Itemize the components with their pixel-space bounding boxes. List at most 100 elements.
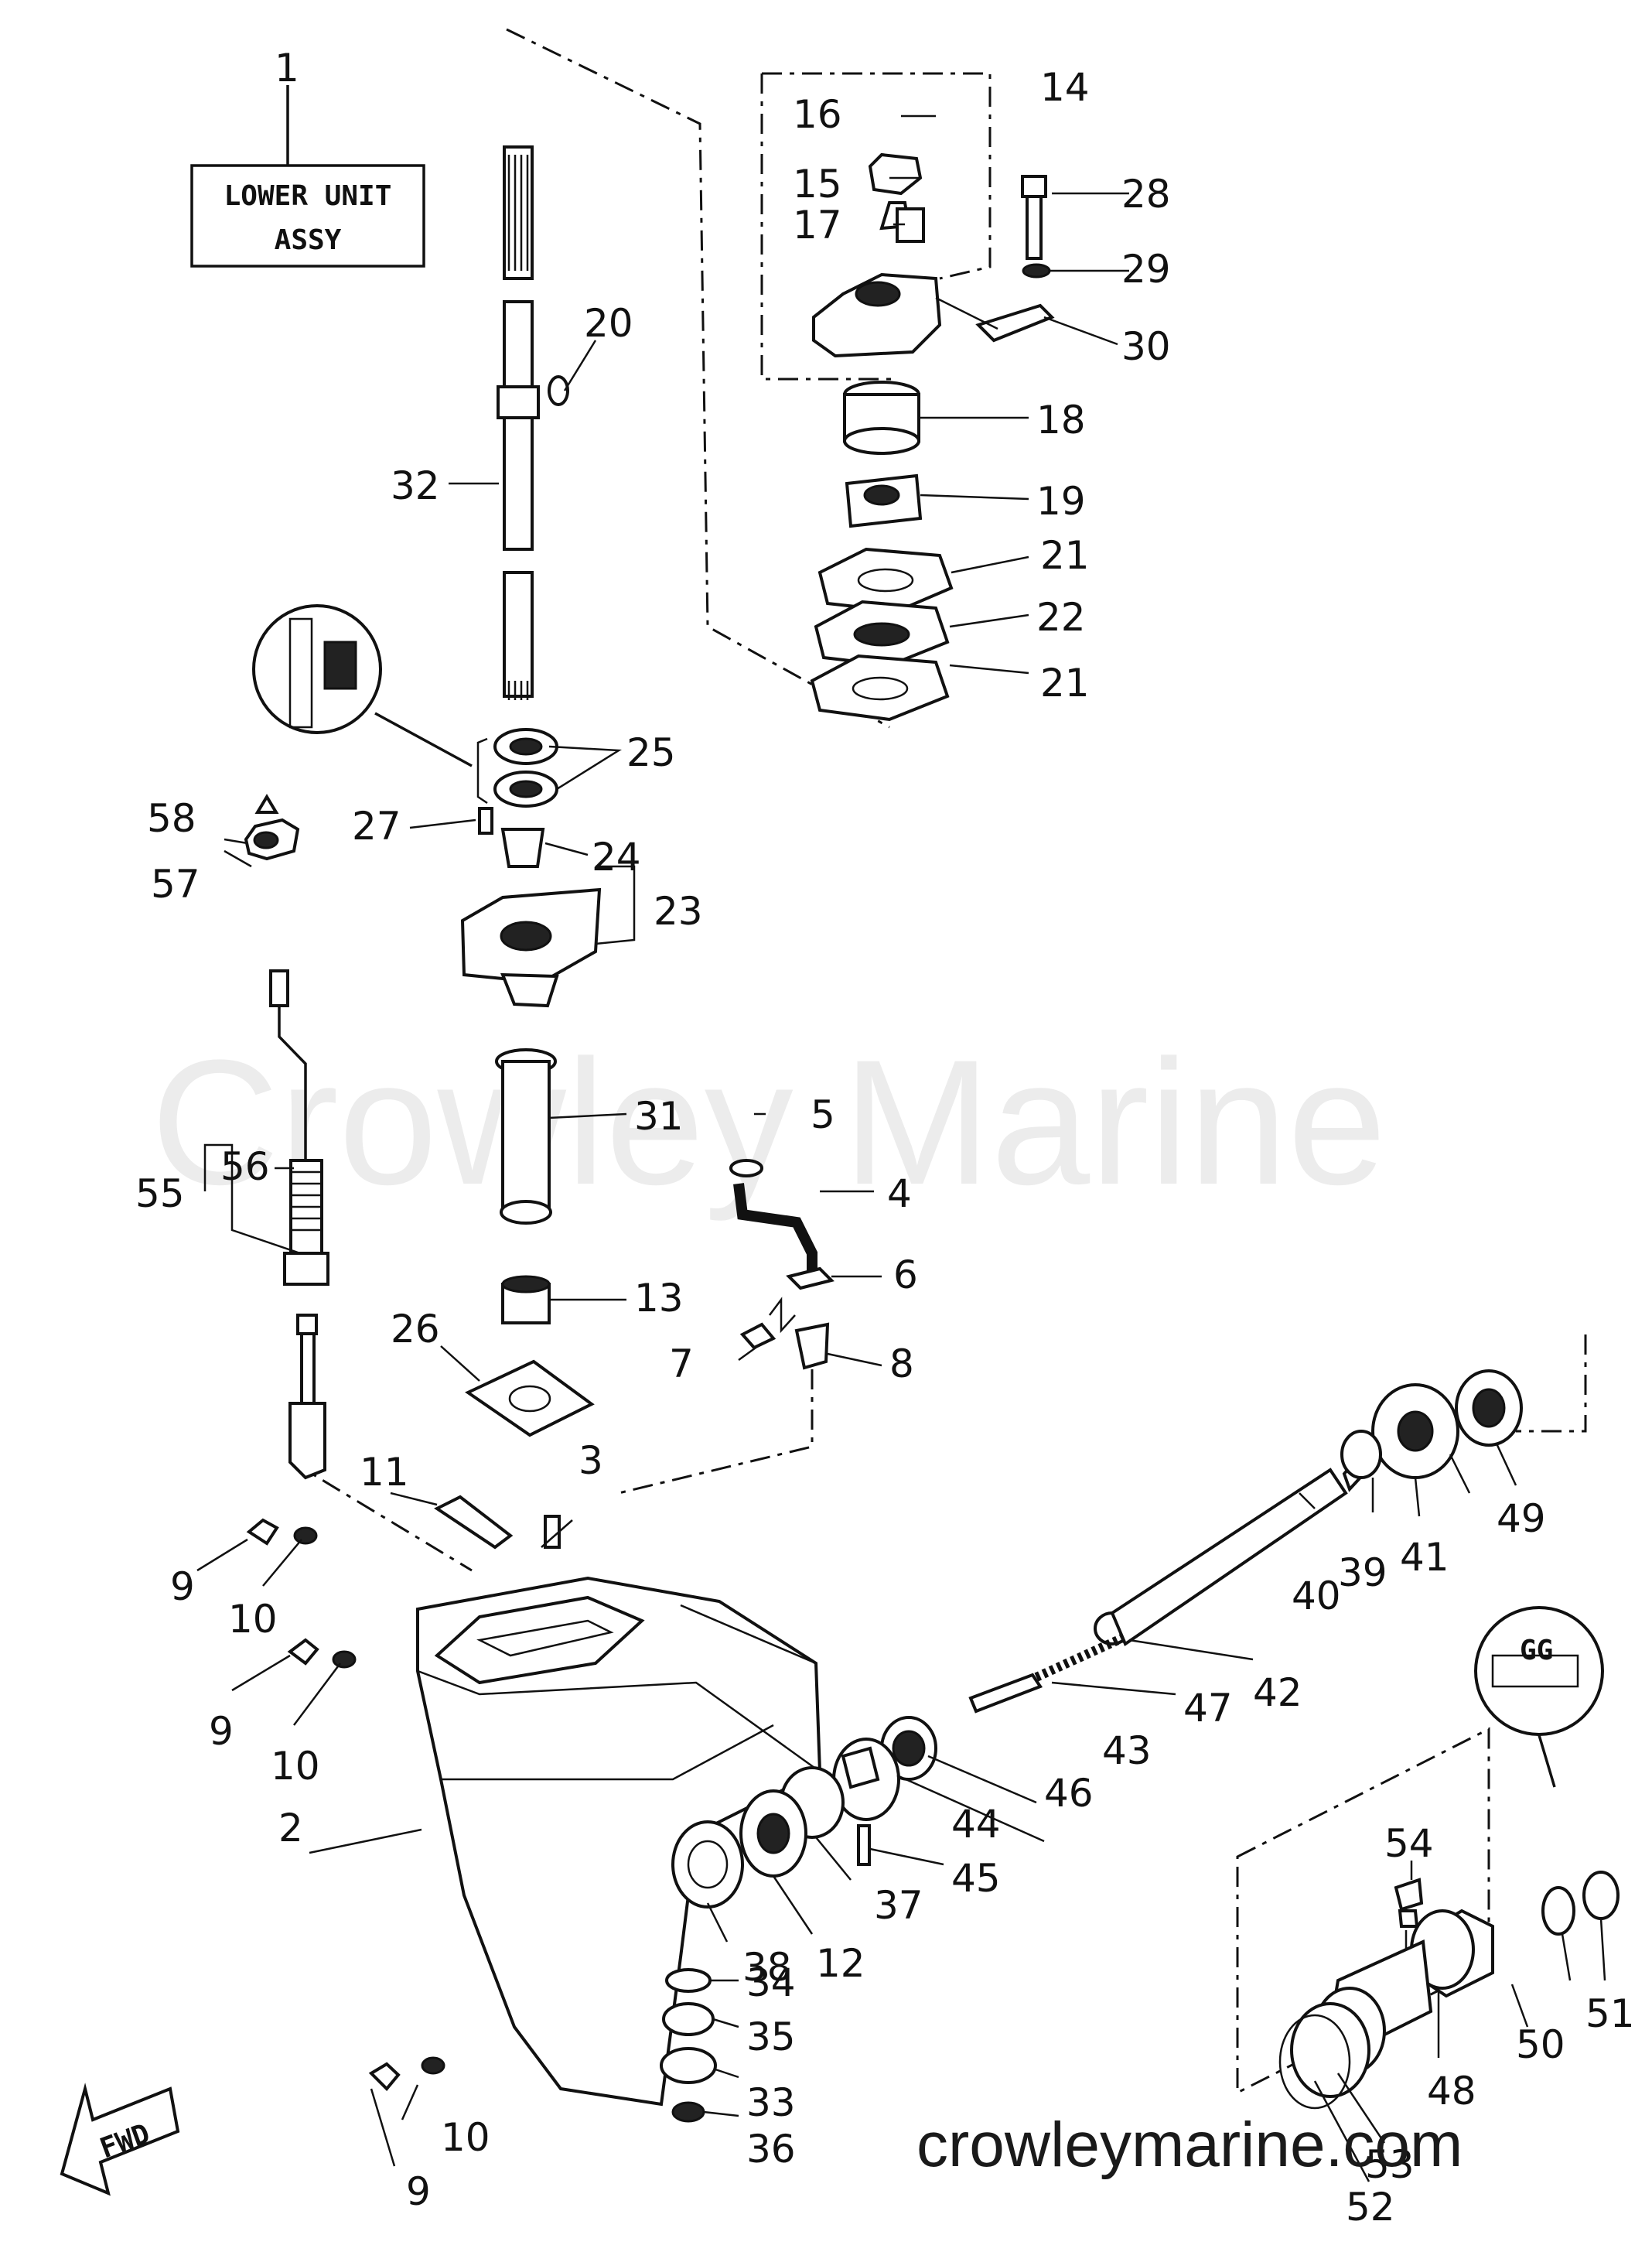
callout-30: 30 xyxy=(1121,324,1171,369)
callout-46: 46 xyxy=(1044,1771,1094,1816)
impeller-liner xyxy=(843,381,920,455)
dowel-pin xyxy=(478,807,493,835)
callout-55: 55 xyxy=(135,1171,185,1216)
callout-26: 26 xyxy=(391,1307,440,1352)
reverse-gear xyxy=(1340,1369,1523,1479)
callout-43: 43 xyxy=(1102,1728,1152,1773)
callout-22: 22 xyxy=(1036,595,1086,640)
callout-5: 5 xyxy=(811,1092,835,1137)
water-pump-housing xyxy=(812,152,1055,358)
callout-34: 34 xyxy=(746,1960,796,2005)
callout-44: 44 xyxy=(951,1802,1001,1847)
callout-6: 6 xyxy=(893,1252,918,1297)
water-tube xyxy=(495,1048,557,1225)
callout-41: 41 xyxy=(1400,1535,1449,1580)
bushing xyxy=(500,828,545,868)
assy-line2: ASSY xyxy=(275,224,342,256)
callout-9a: 9 xyxy=(170,1564,195,1609)
callout-20: 20 xyxy=(584,301,633,346)
pinion-parts xyxy=(660,1968,717,2123)
callout-45: 45 xyxy=(951,1856,1001,1901)
fwd-arrow-icon: FWD xyxy=(60,2083,180,2196)
drive-shaft xyxy=(497,145,540,700)
plate-11 xyxy=(434,1495,514,1550)
pump-bolt xyxy=(1021,175,1051,279)
needle-bearing xyxy=(501,1275,551,1324)
callout-40: 40 xyxy=(1292,1574,1341,1618)
callout-23: 23 xyxy=(654,889,703,934)
woodruff-key xyxy=(548,375,569,406)
callout-11: 11 xyxy=(360,1450,409,1495)
callout-27: 27 xyxy=(352,804,401,849)
callout-10c: 10 xyxy=(441,2115,490,2160)
callout-51: 51 xyxy=(1585,1991,1635,2036)
callout-47: 47 xyxy=(1183,1686,1233,1731)
callout-12: 12 xyxy=(816,1941,865,1986)
callout-42: 42 xyxy=(1253,1670,1302,1715)
seal-detail-circle xyxy=(252,604,473,767)
callout-56: 56 xyxy=(220,1144,270,1189)
callout-2: 2 xyxy=(278,1806,303,1850)
callout-38: 38 xyxy=(742,1945,792,1990)
callout-9c: 9 xyxy=(406,2169,431,2214)
callout-48: 48 xyxy=(1427,2069,1476,2114)
callout-13: 13 xyxy=(634,1276,684,1321)
oil-seals xyxy=(476,728,558,808)
callout-9b: 9 xyxy=(209,1709,234,1754)
leader-lines xyxy=(196,114,1606,2182)
callout-32: 32 xyxy=(391,463,440,508)
clutch-and-forward-gear xyxy=(671,1716,937,1909)
shift-plunger-spring xyxy=(968,1634,1124,1714)
callout-54: 54 xyxy=(1384,1821,1434,1866)
callout-53: 53 xyxy=(1365,2142,1415,2187)
bearing-housing xyxy=(460,887,602,1008)
assy-line1: LOWER UNIT xyxy=(224,180,392,212)
site-url: crowleymarine.com xyxy=(916,2110,1463,2180)
callout-58: 58 xyxy=(147,796,196,841)
callout-4: 4 xyxy=(887,1171,912,1216)
impeller xyxy=(845,473,923,528)
callout-36: 36 xyxy=(746,2127,796,2172)
fwd-label: FWD xyxy=(96,2118,154,2165)
callout-15: 15 xyxy=(793,162,842,207)
callout-31: 31 xyxy=(634,1094,684,1139)
prop-carrier: GG xyxy=(1278,1606,1620,2110)
callout-17: 17 xyxy=(793,203,842,248)
callout-8: 8 xyxy=(889,1341,914,1386)
pump-gaskets xyxy=(810,547,954,722)
callout-21a: 21 xyxy=(1040,533,1090,578)
callout-33: 33 xyxy=(746,2080,796,2125)
callout-numbers: 1 2 3 4 5 6 7 8 9 9 9 10 10 10 11 12 13 … xyxy=(135,46,1635,2230)
callout-24: 24 xyxy=(592,835,641,880)
water-inlet-parts xyxy=(729,1159,835,1370)
callout-7: 7 xyxy=(669,1341,694,1386)
callout-35: 35 xyxy=(746,2014,796,2059)
callout-28: 28 xyxy=(1121,172,1171,217)
assy-label-box: LOWER UNIT ASSY xyxy=(190,85,425,268)
callout-57: 57 xyxy=(151,862,200,907)
callout-19: 19 xyxy=(1036,479,1086,524)
callout-25: 25 xyxy=(626,730,676,775)
callout-29: 29 xyxy=(1121,247,1171,292)
callout-39: 39 xyxy=(1338,1550,1387,1595)
callout-3: 3 xyxy=(579,1438,603,1483)
callout-10b: 10 xyxy=(271,1744,320,1789)
callout-14: 14 xyxy=(1040,65,1090,110)
screws-washers xyxy=(246,1518,445,2091)
watermark: Crowley Marine xyxy=(151,1023,1387,1222)
lower-gasket xyxy=(464,1359,595,1437)
shift-rod xyxy=(244,794,329,1480)
callout-21b: 21 xyxy=(1040,661,1090,706)
propeller-shaft xyxy=(1094,1456,1371,1647)
callout-1: 1 xyxy=(275,46,299,91)
callout-18: 18 xyxy=(1036,398,1086,443)
callout-37: 37 xyxy=(874,1883,923,1928)
callout-50: 50 xyxy=(1516,2022,1565,2067)
callout-16: 16 xyxy=(793,92,842,137)
callout-52: 52 xyxy=(1346,2185,1395,2230)
callout-10a: 10 xyxy=(228,1597,278,1642)
detail-mark: GG xyxy=(1520,1635,1553,1666)
callout-49: 49 xyxy=(1497,1496,1546,1541)
